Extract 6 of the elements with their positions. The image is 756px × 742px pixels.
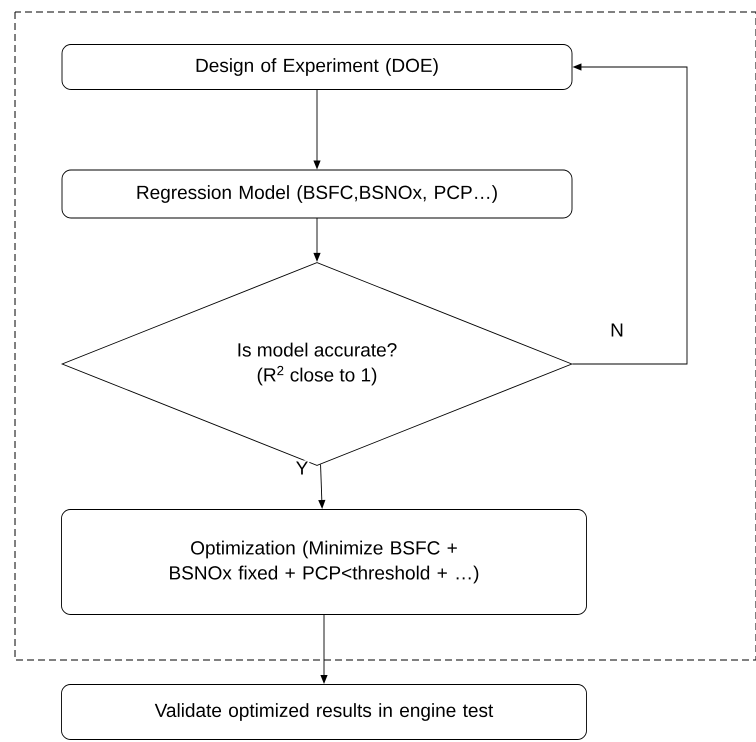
- edge-label: Y: [294, 460, 310, 476]
- process-box: Design of Experiment (DOE): [62, 44, 572, 90]
- process-box: Optimization (Minimize BSFC + BSNOx fixed + PCP<threshold + …): [61, 509, 587, 615]
- process-box: Regression Model (BSFC,BSNOx, PCP…): [62, 170, 572, 218]
- edge-label: N: [609, 322, 625, 338]
- process-box: Validate optimized results in engine test: [61, 684, 587, 740]
